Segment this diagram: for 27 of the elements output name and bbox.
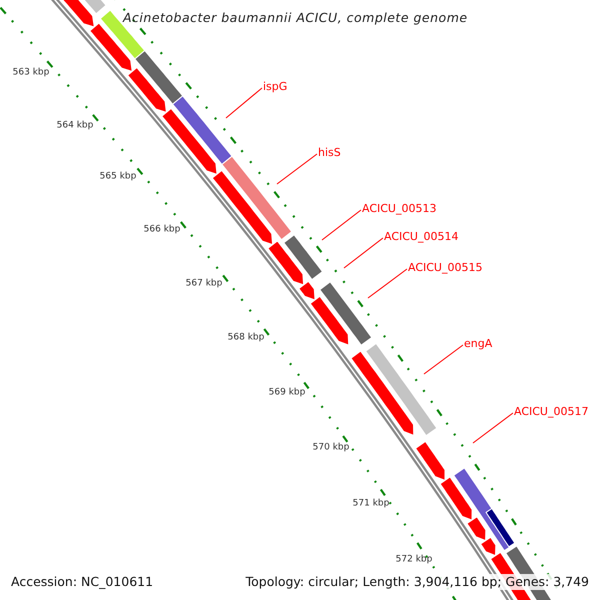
scale-label: 569 kbp: [268, 388, 306, 398]
scale-label: 567 kbp: [186, 278, 222, 290]
leader-line: [368, 268, 408, 298]
footer-note: Accession: NC_010611: [10, 574, 154, 590]
gene-label: ACICU_00517: [514, 405, 588, 418]
scale-label: 565 kbp: [100, 172, 136, 182]
leader-line: [226, 88, 262, 118]
scale-label: 568 kbp: [228, 332, 264, 344]
gene-label: ACICU_00515: [408, 261, 482, 274]
diagram-title: Acinetobacter baumannii ACICU, complete genome: [123, 10, 468, 25]
scale-label: 570 kbp: [312, 442, 350, 454]
gene-label: ACICU_00513: [362, 202, 436, 215]
scale-label: 572 kbp: [396, 554, 432, 566]
scale-label: 571 kbp: [352, 498, 390, 510]
leader-line: [276, 154, 318, 184]
footer-note: Topology: circular; Length: 3,904,116 bp; Genes: 3,749: [244, 574, 590, 590]
scale-label: 566 kbp: [144, 224, 180, 236]
leader-line: [322, 210, 362, 240]
leader-line: [424, 344, 464, 374]
gene-label: ispG: [263, 80, 288, 93]
scale-label: 564 kbp: [56, 120, 94, 132]
gene-label: ACICU_00514: [384, 230, 458, 243]
scale-label: 563 kbp: [12, 68, 50, 78]
leader-line: [344, 238, 384, 268]
gene-label: engA: [464, 337, 492, 350]
gene-label: hisS: [318, 146, 341, 159]
leader-line: [472, 412, 514, 444]
